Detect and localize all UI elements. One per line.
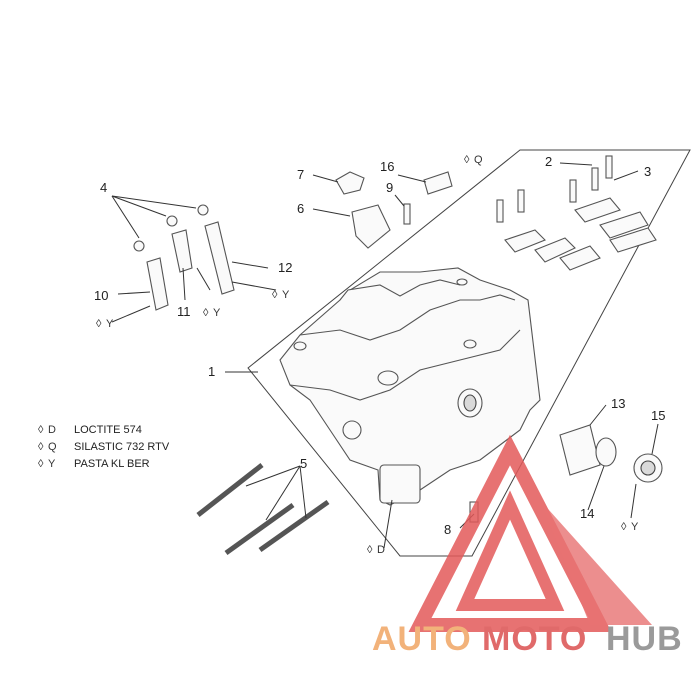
leader-lines xyxy=(111,162,659,549)
legend: ◊ D LOCTITE 574 ◊ Q SILASTIC 732 RTV ◊ Y… xyxy=(38,424,170,470)
watermark-auto: AUTO xyxy=(372,620,472,658)
watermark-moto: MOTO xyxy=(482,620,587,658)
watermark-logo xyxy=(408,434,652,632)
symbol-y-11: Y xyxy=(213,307,221,319)
callout-12: 12 xyxy=(278,260,292,275)
symbol-d: D xyxy=(377,544,385,556)
symbol-y-10: Y xyxy=(106,318,114,330)
oil-drop-icon: ◊ xyxy=(367,544,373,556)
camshaft-caps xyxy=(496,155,657,271)
material-symbols: ◊ Q ◊ Y ◊ Y ◊ Y ◊ D ◊ Y xyxy=(96,154,639,556)
oil-drop-icon: ◊ xyxy=(272,289,278,301)
cylinder-head xyxy=(279,267,541,506)
small-parts-top xyxy=(335,171,453,249)
callout-6: 6 xyxy=(297,201,304,216)
callout-8: 8 xyxy=(444,522,451,537)
callout-13: 13 xyxy=(611,396,625,411)
oil-drop-icon: ◊ xyxy=(38,458,44,470)
watermark-hub: HUB xyxy=(606,620,683,658)
callout-numbers: 1 2 3 4 5 6 7 8 9 10 11 12 13 14 15 16 xyxy=(94,154,665,537)
legend-text-1: LOCTITE 574 xyxy=(74,424,142,436)
oil-drop-icon: ◊ xyxy=(464,154,470,166)
symbol-q: Q xyxy=(474,154,483,166)
oil-drop-icon: ◊ xyxy=(38,441,44,453)
oil-drop-icon: ◊ xyxy=(203,307,209,319)
callout-5: 5 xyxy=(300,456,307,471)
legend-text-3: PASTA KL BER xyxy=(74,458,150,470)
symbol-y-15: Y xyxy=(631,521,639,533)
oil-drop-icon: ◊ xyxy=(38,424,44,436)
oil-drop-icon: ◊ xyxy=(96,318,102,330)
callout-1: 1 xyxy=(208,364,215,379)
legend-code-1: D xyxy=(48,424,56,436)
legend-code-3: Y xyxy=(48,458,56,470)
legend-code-2: Q xyxy=(48,441,57,453)
callout-15: 15 xyxy=(651,408,665,423)
oil-drop-icon: ◊ xyxy=(621,521,627,533)
callout-11: 11 xyxy=(177,304,191,319)
callout-10: 10 xyxy=(94,288,108,303)
callout-4: 4 xyxy=(100,180,107,195)
callout-7: 7 xyxy=(297,167,304,182)
assembly-frame xyxy=(247,149,691,557)
symbol-y-12: Y xyxy=(282,289,290,301)
studs xyxy=(196,463,330,556)
callout-9: 9 xyxy=(386,180,393,195)
callout-16: 16 xyxy=(380,159,394,174)
callout-2: 2 xyxy=(545,154,552,169)
tube-parts xyxy=(133,204,235,311)
legend-text-2: SILASTIC 732 RTV xyxy=(74,441,170,453)
callout-14: 14 xyxy=(580,506,594,521)
callout-3: 3 xyxy=(644,164,651,179)
